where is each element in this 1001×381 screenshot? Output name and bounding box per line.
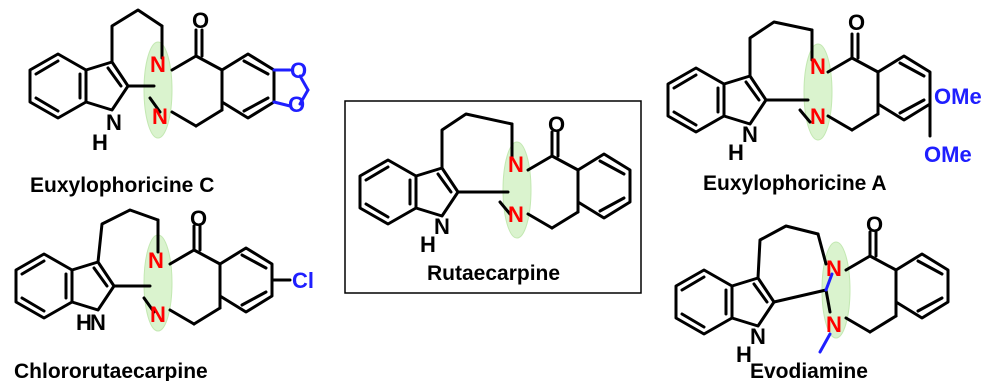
indole-h-label: H xyxy=(728,140,744,165)
nitrogen-label: N xyxy=(150,302,166,327)
oxygen-label: O xyxy=(190,206,207,231)
indole-h-label: H xyxy=(420,232,436,257)
chloro-label: Cl xyxy=(292,268,314,293)
compound-name: Euxylophoricine C xyxy=(30,174,214,197)
indole-h-label: H xyxy=(736,342,752,367)
nitrogen-label: N xyxy=(508,152,524,177)
compound-name: Evodiamine xyxy=(750,360,868,381)
benzene-ring xyxy=(28,52,88,120)
oxygen-label: O xyxy=(548,112,565,137)
nitrogen-label: N xyxy=(826,256,842,281)
methoxy-label-1: OMe xyxy=(934,84,982,109)
molecule-euxylophoricine-a: O N N N H OMe OMe Euxylophoricine A xyxy=(666,10,982,195)
indole-n-label: N xyxy=(742,122,758,147)
compound-name: Rutaecarpine xyxy=(427,262,560,285)
oxygen-label: O xyxy=(192,8,209,33)
indole-h-label: H xyxy=(92,130,108,155)
nitrogen-label: N xyxy=(810,54,826,79)
oxygen-label: O xyxy=(866,212,883,237)
molecule-euxylophoricine-c: O N N N H O O Euxylophoricine C xyxy=(28,8,310,197)
compound-name: Chlororutaecarpine xyxy=(14,360,208,381)
indole-n-label: N xyxy=(90,310,106,335)
molecule-rutaecarpine: O N N N H Rutaecarpine xyxy=(358,112,632,285)
compound-name: Euxylophoricine A xyxy=(703,172,887,195)
dioxole-oxygen-1: O xyxy=(290,58,307,83)
indole-h-label: H xyxy=(76,310,92,335)
nitrogen-label: N xyxy=(826,312,842,337)
dioxole-oxygen-2: O xyxy=(288,92,305,117)
rutaecarpine-box xyxy=(344,100,642,294)
nitrogen-label: N xyxy=(152,104,168,129)
nitrogen-label: N xyxy=(508,202,524,227)
nitrogen-label: N xyxy=(150,52,166,77)
oxygen-label: O xyxy=(848,10,865,35)
indole-n-label: N xyxy=(434,214,450,239)
highlight-ellipse xyxy=(143,41,173,139)
indole-n-label: N xyxy=(750,324,766,349)
molecule-evodiamine: O N N N H Evodiamine xyxy=(674,212,950,381)
highlight-ellipse xyxy=(803,43,833,141)
methoxy-label-2: OMe xyxy=(924,142,972,167)
nitrogen-label: N xyxy=(148,248,164,273)
molecule-chlororutaecarpine: O N N N H Cl Chlororutaecarpine xyxy=(14,206,314,381)
nitrogen-label: N xyxy=(810,104,826,129)
indole-n-label: N xyxy=(106,110,122,135)
